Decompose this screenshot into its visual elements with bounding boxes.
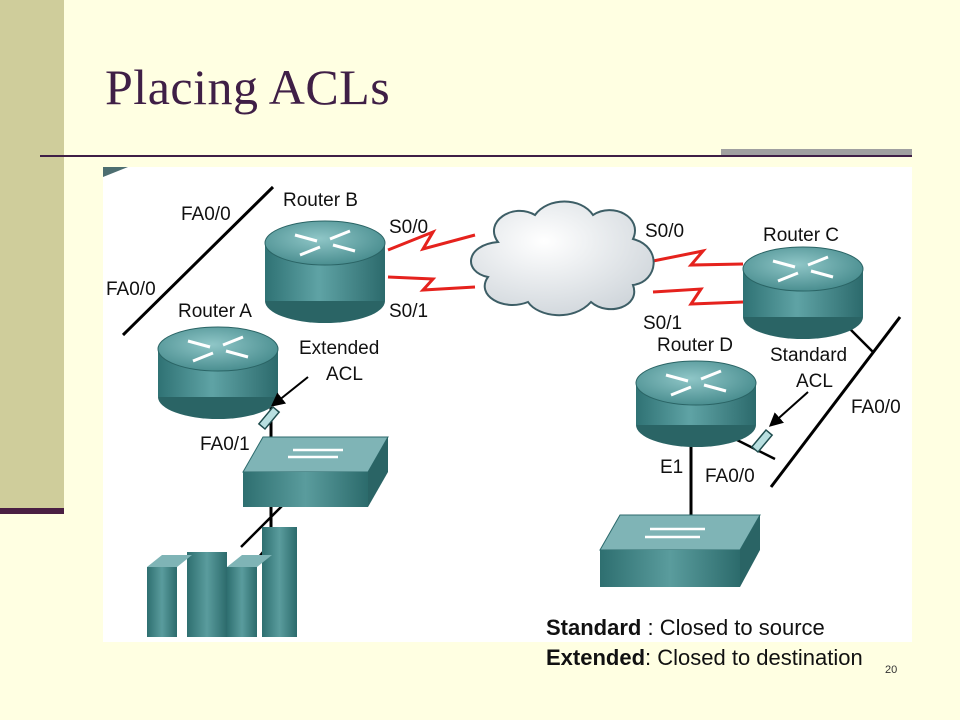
switch-left-icon	[242, 436, 389, 507]
standard-acl-marker-icon	[750, 428, 774, 454]
router-b-icon	[264, 220, 386, 323]
router-a-fa01-label: FA0/1	[200, 434, 250, 455]
slide-title: Placing ACLs	[105, 59, 391, 115]
sidebar-accent-bar	[0, 508, 64, 514]
caption-extended-text: : Closed to destination	[645, 645, 863, 670]
router-d-icon	[635, 360, 757, 447]
lan-segment-ab	[121, 185, 275, 337]
router-c-label: Router C	[763, 225, 839, 246]
extended-acl-arrow-icon	[270, 376, 309, 407]
sidebar-panel	[0, 0, 64, 512]
page-number: 20	[885, 664, 898, 676]
switch-right-icon	[599, 514, 761, 587]
router-c-fa00-label: FA0/0	[851, 397, 901, 418]
network-diagram: Router B FA0/0 S0/0 S0/1 FA0/0 Router A …	[103, 167, 912, 642]
standard-acl-label-line1: Standard	[770, 345, 847, 366]
router-a-label: Router A	[178, 301, 252, 322]
standard-acl-label-line2: ACL	[796, 371, 833, 392]
caption-line-standard: Standard : Closed to source	[546, 613, 863, 643]
router-d-label: Router D	[657, 335, 733, 356]
router-b-fa00-label: FA0/0	[181, 204, 231, 225]
caption-line-extended: Extended: Closed to destination	[546, 643, 863, 673]
corner-notch-shape	[103, 167, 128, 177]
caption-standard-term: Standard	[546, 615, 642, 640]
standard-acl-arrow-icon	[768, 391, 809, 427]
router-c-s01-label: S0/1	[643, 313, 682, 334]
router-d-fa00-label: FA0/0	[705, 466, 755, 487]
router-c-icon	[742, 246, 864, 339]
title-rule-accent	[721, 149, 912, 155]
router-b-s00-label: S0/0	[389, 217, 428, 238]
serial-link-b-s00	[387, 228, 476, 252]
caption: Standard : Closed to source Extended: Cl…	[546, 613, 863, 673]
caption-standard-text: : Closed to source	[641, 615, 825, 640]
extended-acl-label-line1: Extended	[299, 338, 379, 359]
router-a-icon	[157, 326, 279, 419]
extended-acl-marker-icon	[257, 405, 281, 431]
serial-link-b-s01	[387, 275, 476, 292]
router-b-label: Router B	[283, 190, 358, 211]
wan-cloud-icon	[470, 200, 655, 317]
extended-acl-label-line2: ACL	[326, 364, 363, 385]
serial-link-c-s01	[652, 287, 744, 306]
router-c-s00-label: S0/0	[645, 221, 684, 242]
router-b-s01-label: S0/1	[389, 301, 428, 322]
serial-link-c-s00	[647, 248, 744, 267]
lan-segment-cd	[769, 316, 902, 488]
router-d-e1-label: E1	[660, 457, 683, 478]
title-rule	[40, 155, 912, 157]
router-a-fa00-label: FA0/0	[106, 279, 156, 300]
caption-extended-term: Extended	[546, 645, 646, 670]
servers-icon	[147, 527, 297, 637]
